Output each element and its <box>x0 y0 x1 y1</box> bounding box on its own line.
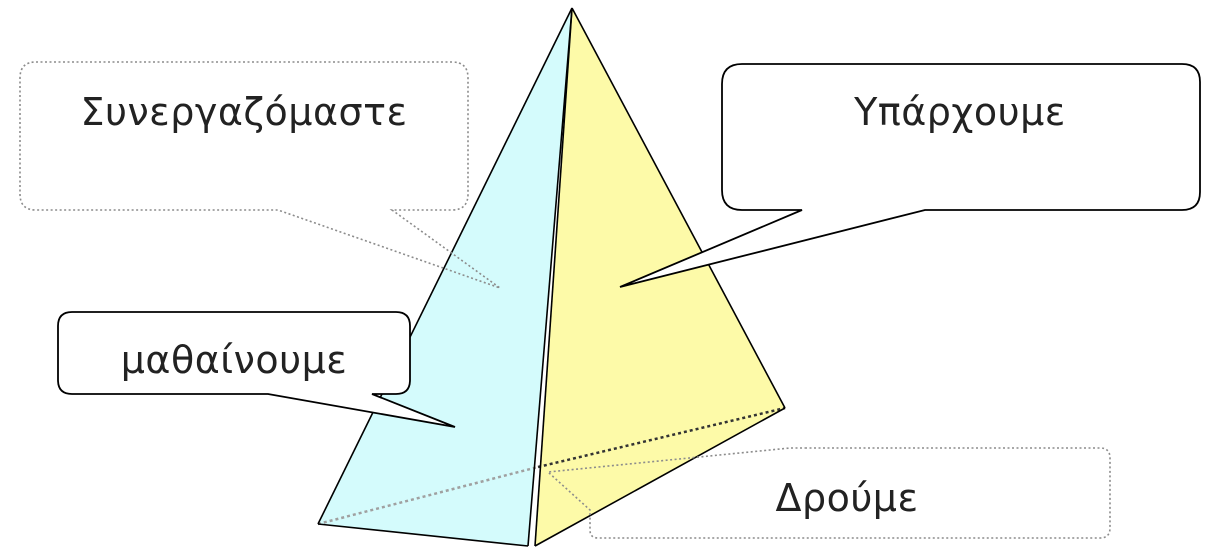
callout-top-right-label: Υπάρχουμε <box>854 90 1066 134</box>
callout-top-left-shape <box>19 61 501 289</box>
pyramid-edge-bottom-right <box>534 407 786 547</box>
callout-middle-left-label: μαθαίνουμε <box>120 338 348 382</box>
pyramid-hidden-edge <box>317 465 539 526</box>
callout-middle-left-shape <box>57 311 456 428</box>
pyramid-hidden-edge-dark <box>537 406 786 469</box>
pyramid-edge-left <box>317 7 573 525</box>
pyramid-edge-right <box>571 7 786 409</box>
pyramid-edge-front-2 <box>534 7 573 547</box>
callout-bottom-right-shape <box>546 447 1111 539</box>
pyramid-edge-front <box>527 7 573 547</box>
callout-top-left-label: Συνεργαζόμαστε <box>80 90 408 134</box>
callout-bottom-right-label: Δρούμε <box>775 476 919 520</box>
callout-top-right-shape <box>619 63 1201 288</box>
pyramid-edge-bottom-left <box>317 523 529 547</box>
